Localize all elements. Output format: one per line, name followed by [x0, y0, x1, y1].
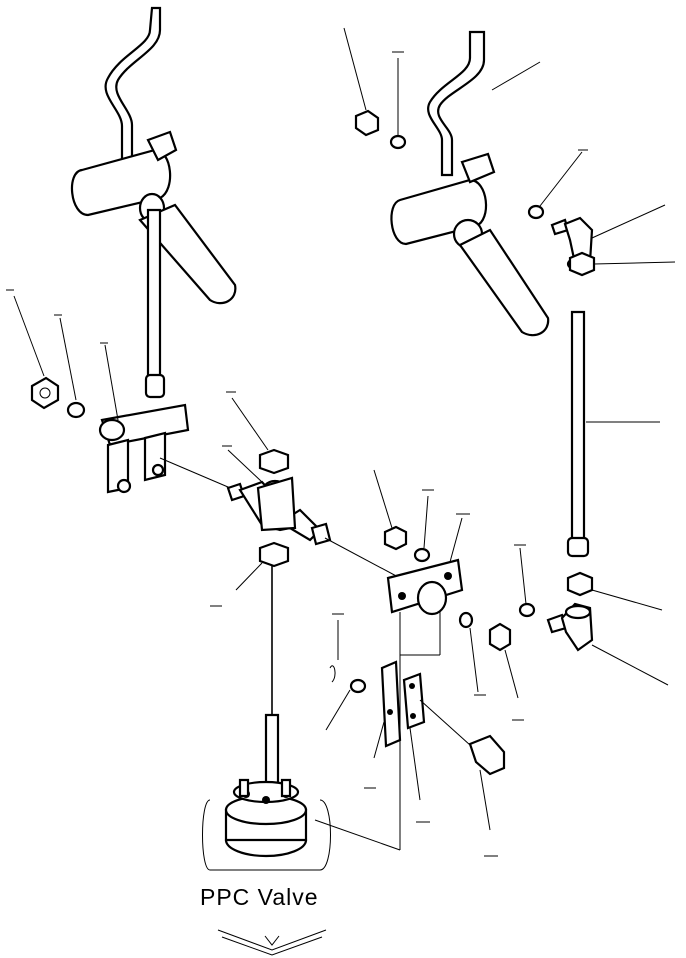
leader-lines-left	[6, 289, 119, 421]
leader-lines-center	[210, 391, 269, 607]
direction-arrow-icon	[217, 929, 327, 956]
center-joint	[159, 448, 332, 792]
connector-line	[324, 537, 401, 579]
small-nut	[488, 622, 512, 652]
leader-lines-lower	[314, 469, 527, 857]
small-washer	[458, 611, 474, 629]
plate-washer	[349, 678, 367, 694]
bracket-washer	[518, 602, 536, 618]
right-rod	[566, 310, 590, 558]
right-top-washer	[389, 134, 407, 150]
left-washer	[66, 401, 86, 419]
center-bracket	[386, 558, 464, 850]
left-lever-assembly	[70, 6, 237, 494]
lower-plate	[380, 660, 471, 748]
center-nut	[383, 525, 408, 551]
leader-lines-right	[343, 27, 676, 686]
center-washer	[413, 547, 431, 563]
lower-rod-nut	[566, 571, 594, 597]
left-nut	[30, 376, 60, 410]
squiggle-mark	[329, 665, 336, 683]
ppc-valve	[202, 778, 331, 871]
lower-ball-joint	[546, 602, 594, 652]
plate-bolt	[468, 734, 506, 776]
ball-joint-washer	[527, 204, 545, 220]
right-top-nut	[354, 109, 380, 137]
ppc-valve-label: PPC Valve	[200, 884, 319, 910]
upper-rod-nut	[568, 251, 596, 277]
right-lever-assembly	[390, 30, 550, 337]
